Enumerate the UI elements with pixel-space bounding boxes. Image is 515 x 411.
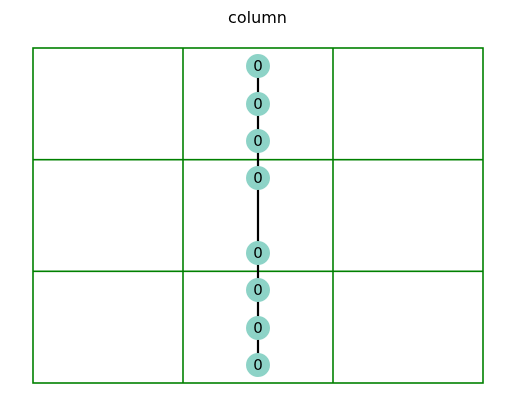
node-circle [246,278,270,302]
node-circle [246,92,270,116]
node-circle [246,241,270,265]
node: 0 [246,166,270,190]
node: 0 [246,353,270,377]
diagram-title: column [228,8,287,27]
grid-frame [32,47,484,384]
node-circle [246,353,270,377]
node-label: 0 [253,169,263,187]
node-circle [246,166,270,190]
grid [32,47,484,384]
node-label: 0 [253,356,263,374]
node-label: 0 [253,132,263,150]
node-circle [246,316,270,340]
node-circle [246,129,270,153]
node: 0 [246,92,270,116]
node-circle [246,54,270,78]
node: 0 [246,129,270,153]
node: 0 [246,278,270,302]
node-label: 0 [253,281,263,299]
nodes: 0 0 0 0 0 0 0 0 [246,54,270,377]
node-label: 0 [253,244,263,262]
node: 0 [246,54,270,78]
node-label: 0 [253,319,263,337]
node-label: 0 [253,95,263,113]
node: 0 [246,316,270,340]
node-label: 0 [253,57,263,75]
node: 0 [246,241,270,265]
